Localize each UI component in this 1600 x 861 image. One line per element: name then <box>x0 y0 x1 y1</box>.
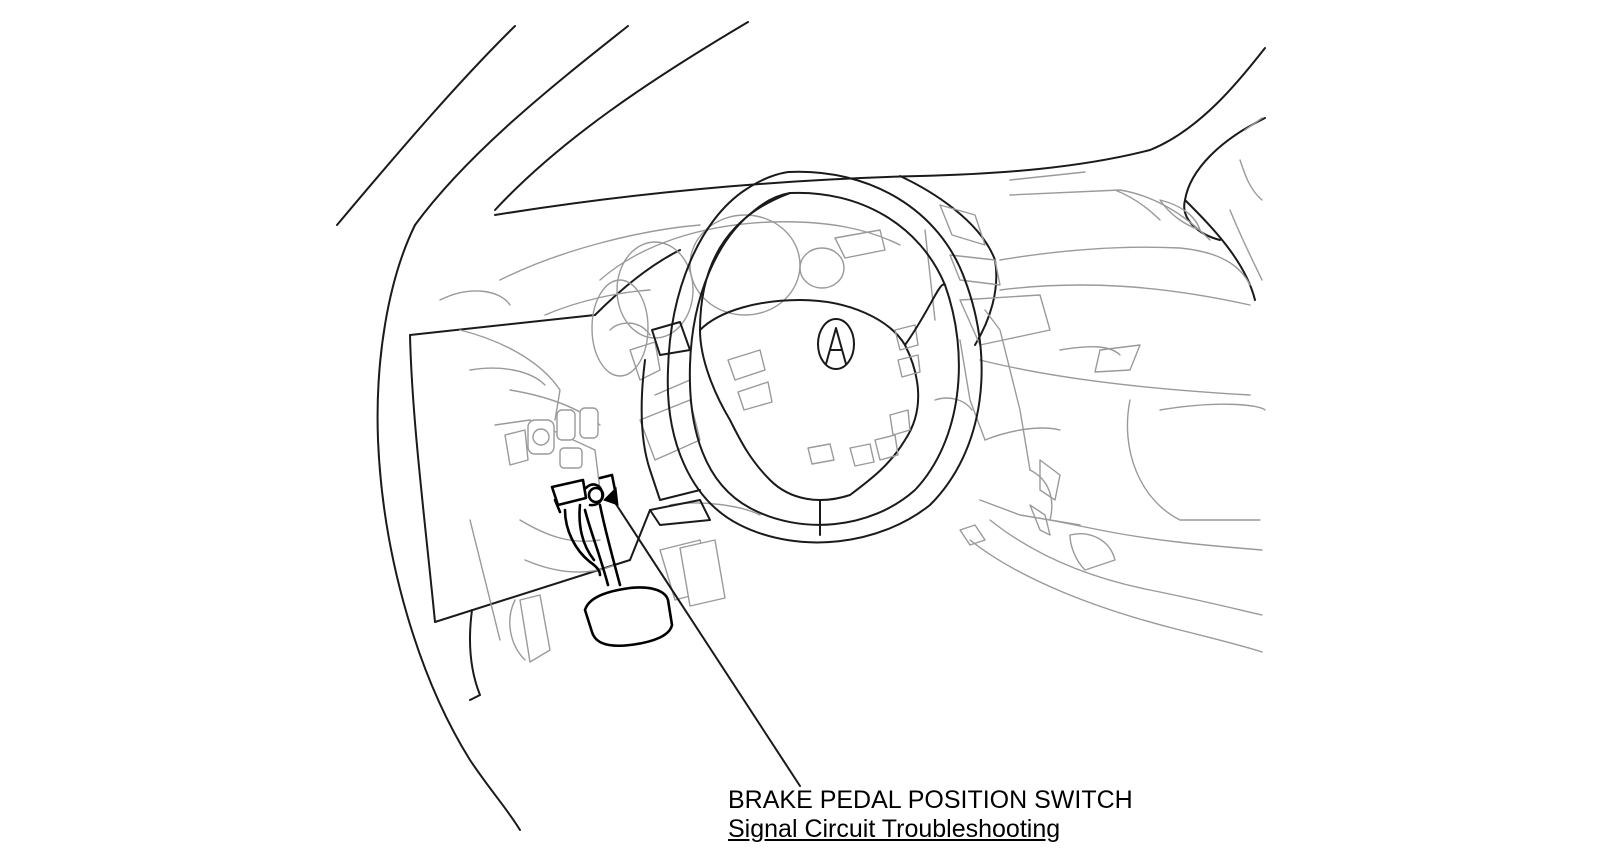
dashboard-details <box>439 117 1266 663</box>
troubleshooting-link[interactable]: Signal Circuit Troubleshooting <box>728 815 1061 843</box>
acura-logo-icon <box>817 318 855 370</box>
steering-wheel <box>666 170 983 544</box>
brake-pedal <box>583 503 674 648</box>
brake-pedal-position-switch <box>550 473 617 577</box>
callout-label: BRAKE PEDAL POSITION SWITCH Signal Circu… <box>728 786 1133 844</box>
left-switch-panel <box>504 407 599 469</box>
callout-leader-line <box>603 486 801 787</box>
accelerator-pedal <box>679 539 726 607</box>
steering-column <box>640 321 711 526</box>
a-pillar <box>336 21 749 831</box>
component-name-label: BRAKE PEDAL POSITION SWITCH <box>728 786 1133 814</box>
instrument-cluster <box>591 214 901 377</box>
